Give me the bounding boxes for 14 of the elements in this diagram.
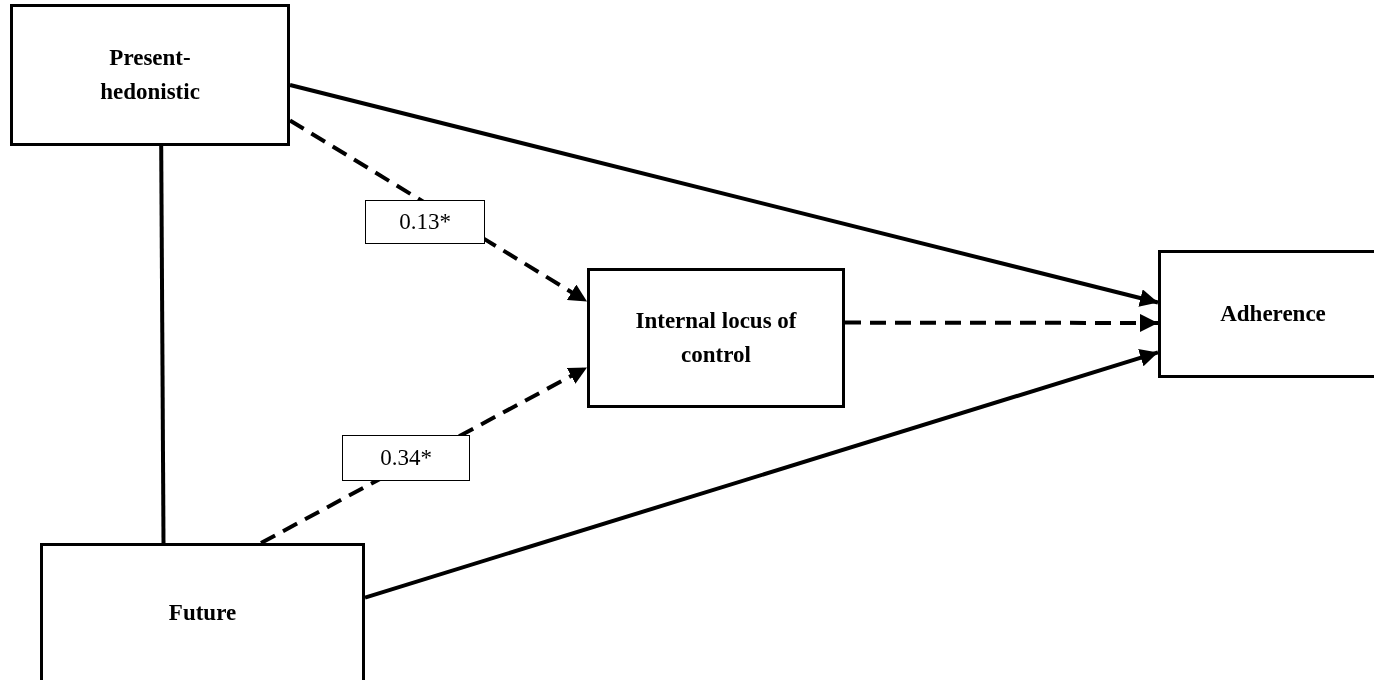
variable-box: [587, 268, 845, 408]
arrow: [289, 83, 1159, 307]
variable-box: [1158, 250, 1374, 378]
connector-line: [159, 146, 166, 543]
node-label: Present-hedonistic: [99, 43, 201, 106]
arrow: [845, 313, 1158, 332]
arrow: [364, 349, 1159, 600]
edge-label: 0.13*: [365, 200, 485, 244]
node-label: Adherence: [1220, 299, 1326, 328]
variable-box: [10, 4, 290, 146]
node-label: Internal locus of control: [634, 306, 798, 369]
variable-box: [40, 543, 365, 680]
node-label: Future: [168, 598, 237, 627]
edge-label: 0.34*: [342, 435, 470, 481]
